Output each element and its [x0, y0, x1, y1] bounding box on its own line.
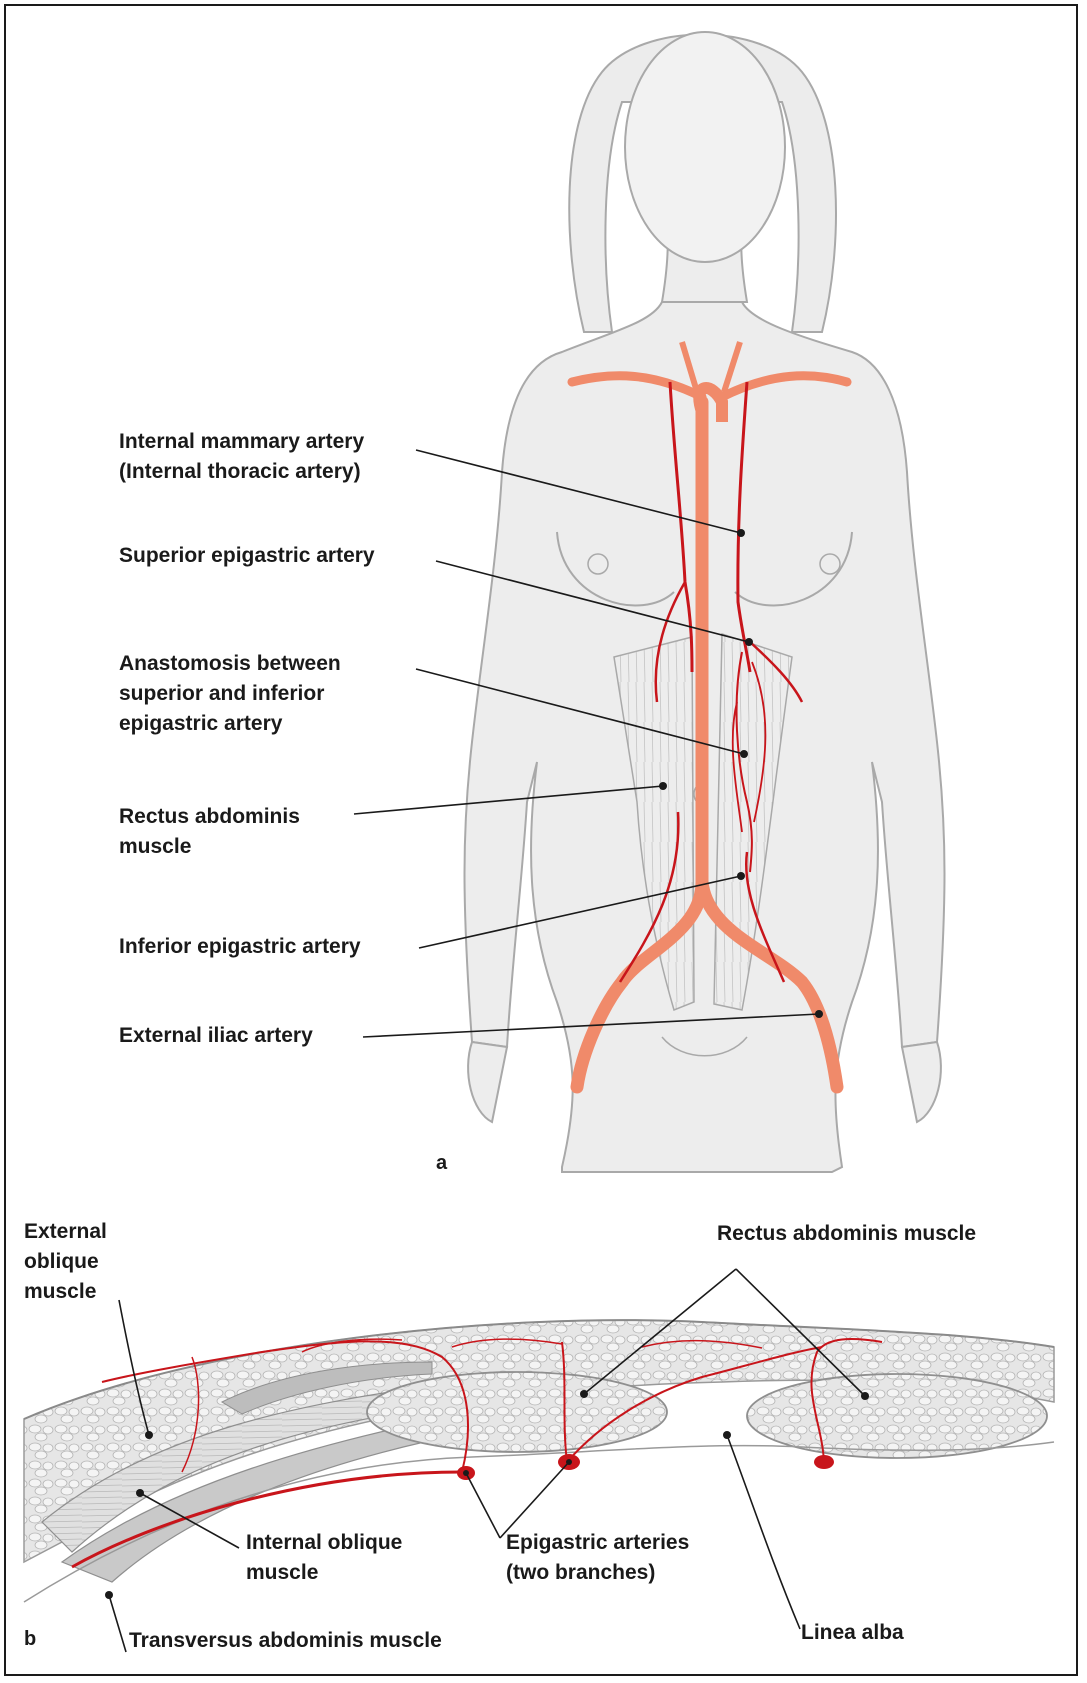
label-transversus-abdominis-muscle: Transversus abdominis muscle: [129, 1626, 442, 1656]
rectus-oval-left: [367, 1372, 667, 1452]
leader-linea-alba: [727, 1435, 800, 1629]
label-external-iliac-artery: External iliac artery: [119, 1021, 313, 1051]
label-external-oblique-muscle: External oblique muscle: [24, 1217, 107, 1307]
label-internal-oblique-muscle: Internal oblique muscle: [246, 1528, 402, 1588]
label-inferior-epigastric-artery: Inferior epigastric artery: [119, 932, 361, 962]
panel-letter-b: b: [24, 1628, 36, 1651]
leader-epigastric-1: [466, 1473, 500, 1538]
label-linea-alba: Linea alba: [801, 1618, 904, 1648]
leader-epigastric-2: [500, 1462, 569, 1538]
label-rectus-abdominis-muscle-b: Rectus abdominis muscle: [717, 1219, 976, 1249]
label-superior-epigastric-artery: Superior epigastric artery: [119, 541, 375, 571]
right-hand: [902, 1042, 941, 1122]
label-internal-mammary-artery: Internal mammary artery (Internal thorac…: [119, 427, 364, 487]
figure-frame: Internal mammary artery (Internal thorac…: [4, 4, 1078, 1676]
left-hand: [468, 1042, 507, 1122]
artery-cross-sections: [457, 1454, 834, 1480]
leader-transversus: [109, 1595, 126, 1652]
label-epigastric-arteries: Epigastric arteries (two branches): [506, 1528, 689, 1588]
label-anastomosis: Anastomosis between superior and inferio…: [119, 649, 341, 739]
panel-letter-a: a: [436, 1152, 447, 1175]
rectus-oval-right: [747, 1374, 1047, 1458]
label-rectus-abdominis: Rectus abdominis muscle: [119, 802, 300, 862]
face-shape: [625, 32, 785, 262]
